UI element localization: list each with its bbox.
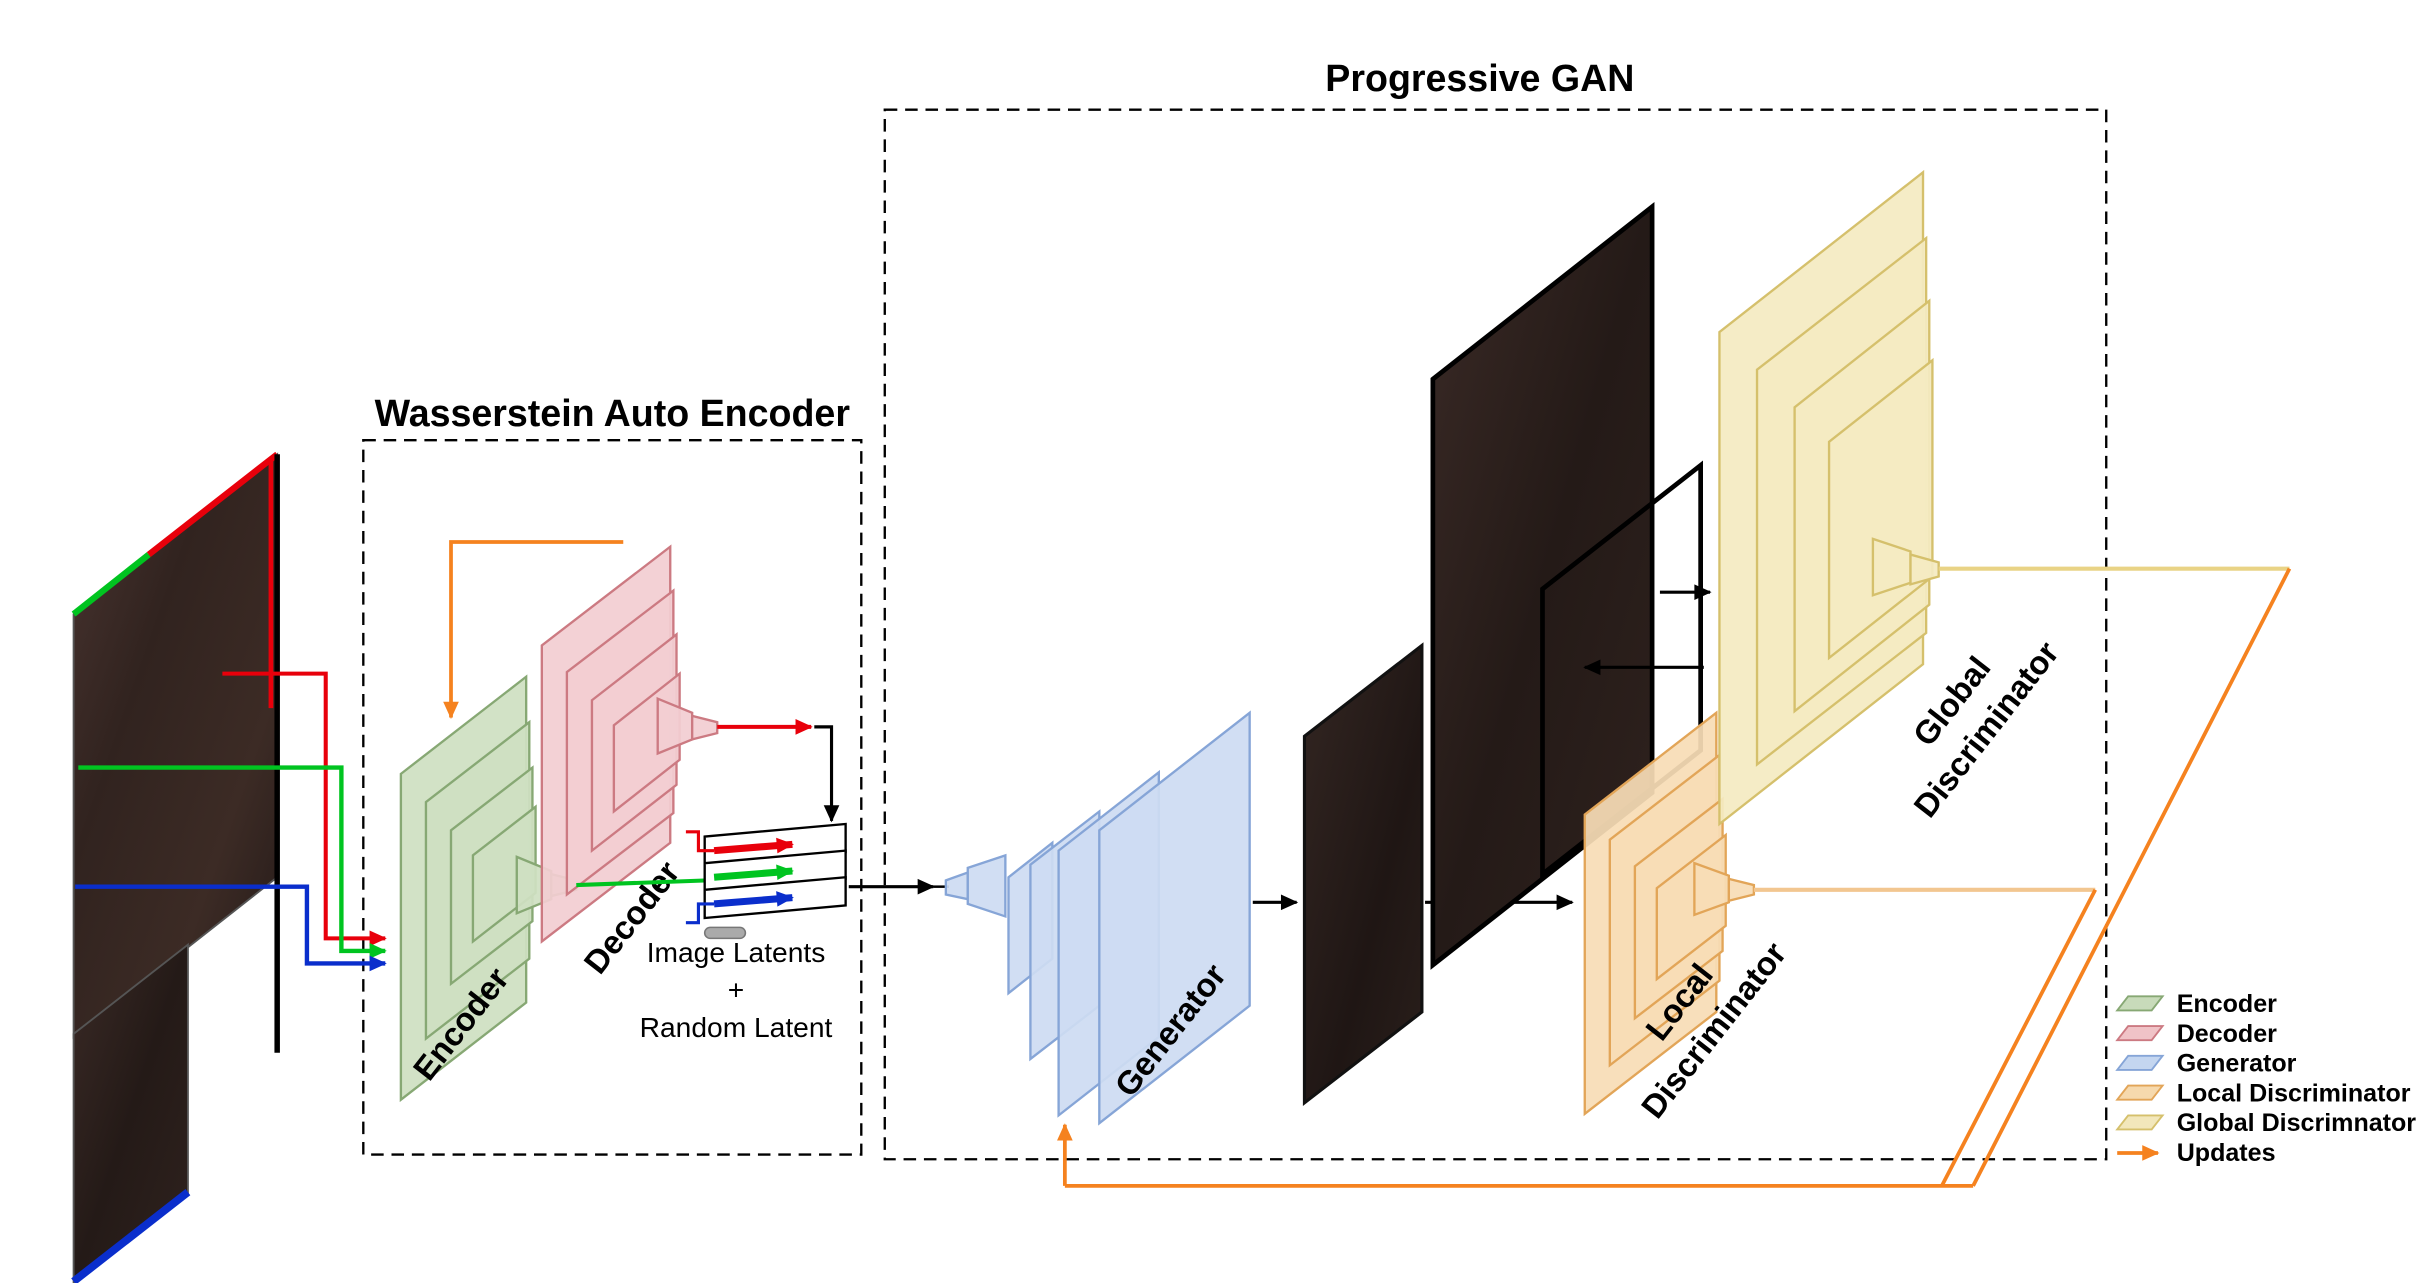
legend-item: Updates (2117, 1139, 2276, 1167)
legend-swatch-global-discriminator (2115, 1114, 2165, 1131)
local-discriminator-network (1583, 710, 1756, 1117)
blue-latent-stub (685, 902, 715, 925)
pgan-dashed-border (883, 108, 2108, 1161)
input-image-stack (71, 451, 387, 1283)
global-disc-cone (1909, 553, 1940, 586)
legend-item-label: Local Discriminator (2177, 1079, 2411, 1107)
red-edge-segment (146, 451, 280, 558)
decoder-cone (656, 696, 694, 756)
legend-item: Local Discriminator (2115, 1079, 2411, 1107)
wae-title: Wasserstein Auto Encoder (375, 392, 851, 434)
pgan-title: Progressive GAN (1325, 57, 1634, 99)
legend-swatch-encoder (2115, 995, 2165, 1012)
legend-item: Global Discrimnator (2115, 1109, 2417, 1137)
legend-item-label: Encoder (2177, 990, 2277, 1018)
blue-patch-path (75, 884, 387, 972)
legend-item: Decoder (2115, 1020, 2277, 1048)
legend-swatch-generator (2115, 1054, 2165, 1071)
legend-swatch-decoder (2115, 1025, 2165, 1042)
latent-arrow-green (713, 864, 794, 881)
generator-network (944, 710, 1251, 1126)
latents-caption-line2: + (728, 973, 744, 1005)
decoder-network (540, 544, 719, 944)
latents-caption-line1: Image Latents (647, 936, 826, 968)
wae-update-arrow (443, 540, 624, 720)
encoder-output-line (576, 878, 708, 888)
local-disc-cone (1693, 861, 1731, 917)
latents-box (685, 822, 847, 940)
global-discriminator-network (1718, 169, 1940, 827)
updates-loop (1057, 566, 2292, 1188)
random-latent-disc (703, 926, 747, 940)
legend-item-label: Global Discrimnator (2177, 1109, 2417, 1137)
legend-swatch-local-discriminator (2115, 1084, 2165, 1101)
input-image-tile-top (72, 452, 279, 1039)
latent-arrow-blue (713, 891, 794, 908)
red-patch-path (222, 671, 387, 947)
legend-item-label: Updates (2177, 1139, 2276, 1167)
encoder-network (399, 674, 578, 1103)
legend: Encoder Decoder Generator Local Discrimi… (2115, 990, 2417, 1167)
legend-item-label: Generator (2177, 1050, 2297, 1078)
decoder-cone (690, 714, 719, 741)
blue-edge-segment (71, 1189, 191, 1283)
legend-item: Encoder (2115, 990, 2277, 1018)
updates-diagonal-global (1971, 567, 2292, 1187)
generated-image (1302, 642, 1424, 1107)
generator-cone (966, 853, 1007, 919)
legend-item-label: Decoder (2177, 1020, 2277, 1048)
latent-arrow-red (713, 837, 794, 855)
green-patch-path (78, 765, 387, 959)
generator-cone (944, 870, 969, 901)
decoder-latents-connector (814, 725, 840, 823)
red-latent-stub (685, 830, 715, 853)
updates-diagonal-local (1940, 888, 2097, 1187)
generator-plane (1098, 710, 1251, 1126)
green-edge-segment (71, 552, 151, 617)
local-disc-cone (1727, 877, 1756, 903)
legend-item: Generator (2115, 1050, 2297, 1078)
latents-caption-line3: Random Latent (640, 1011, 833, 1043)
